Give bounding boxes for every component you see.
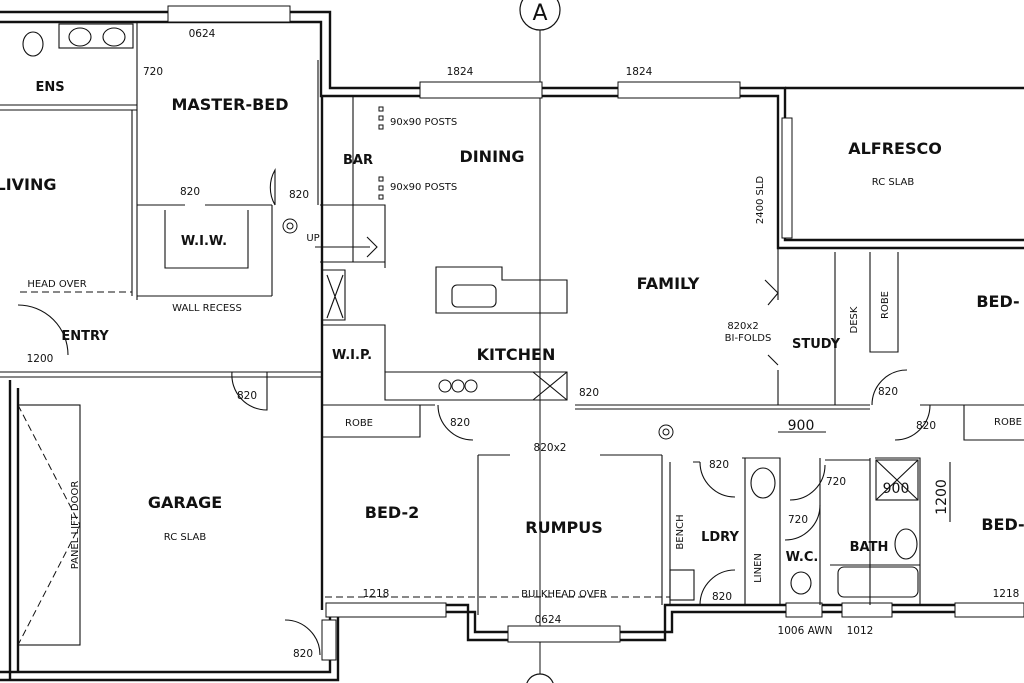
note-posts-2: 90x90 POSTS (390, 182, 457, 193)
note-alfresco-slab: RC SLAB (872, 177, 915, 188)
dim-door-ldry-bottom: 820 (712, 591, 732, 603)
dim-win-wc: 1006 AWN (778, 625, 833, 637)
room-alfresco: ALFRESCO (848, 139, 942, 158)
dimension-labels: 0624 720 1824 1824 820 820 1200 820 820 … (27, 28, 1020, 660)
note-bifolds: BI-FOLDS (725, 333, 772, 344)
room-ens: ENS (35, 80, 64, 95)
room-bed-right-top: BED- (976, 292, 1019, 311)
note-robe-bed2: ROBE (345, 418, 373, 429)
note-bench: BENCH (675, 514, 686, 549)
note-bulkhead-over: BULKHEAD OVER (521, 589, 607, 600)
dim-door-wiw: 820 (180, 186, 200, 198)
grid-marker-label: A (532, 1, 547, 26)
dim-door-master: 820 (289, 189, 309, 201)
room-wip: W.I.P. (332, 348, 372, 363)
room-study: STUDY (792, 337, 841, 352)
room-living: LIVING (0, 175, 57, 194)
dim-door-garage-side: 820 (293, 648, 313, 660)
room-kitchen: KITCHEN (477, 345, 556, 364)
dim-door-bed-right: 820 (916, 420, 936, 432)
room-master-bed: MASTER-BED (171, 95, 288, 114)
windows (167, 5, 1024, 661)
room-dining: DINING (459, 147, 524, 166)
note-posts-1: 90x90 POSTS (390, 117, 457, 128)
note-garage-slab: RC SLAB (164, 532, 207, 543)
dim-entry-width: 1200 (27, 353, 54, 365)
note-head-over: HEAD OVER (27, 279, 86, 290)
room-garage: GARAGE (148, 493, 222, 512)
room-bed-2: BED-2 (365, 503, 419, 522)
internal-walls (0, 22, 1024, 615)
note-robe-right: ROBE (994, 417, 1022, 428)
note-robe-vertical: ROBE (880, 291, 891, 319)
room-bath: BATH (850, 540, 889, 555)
room-wc: W.C. (786, 550, 819, 565)
dim-shower-900: 900 (883, 481, 910, 497)
annotations: 90x90 POSTS 90x90 POSTS RC SLAB RC SLAB … (27, 117, 1022, 600)
room-bed-right-bottom: BED- (981, 515, 1024, 534)
dim-hall-900: 900 (788, 418, 815, 434)
note-wall-recess: WALL RECESS (172, 303, 242, 314)
room-laundry: LDRY (701, 530, 739, 545)
room-labels: ENS MASTER-BED LIVING W.I.W. BAR DINING … (0, 80, 1024, 565)
dim-win-family: 1824 (626, 66, 653, 78)
dim-door-ldry-top: 820 (709, 459, 729, 471)
dim-rumpus-doors: 820x2 (534, 442, 567, 454)
dim-door-wc: 720 (788, 514, 808, 526)
dim-door-kitchen: 820 (579, 387, 599, 399)
dim-door-bed2: 820 (450, 417, 470, 429)
room-bar: BAR (343, 153, 373, 168)
dim-win-dining: 1824 (447, 66, 474, 78)
room-family: FAMILY (637, 274, 700, 293)
dim-win-master: 0624 (189, 28, 216, 40)
note-desk: DESK (849, 306, 860, 333)
dim-win-bed-right: 1218 (993, 588, 1020, 600)
note-panel-lift-door: PANEL LIFT DOOR (70, 481, 81, 570)
note-sliding-door: 2400 SLD (755, 176, 766, 225)
dim-door-study: 820 (878, 386, 898, 398)
dim-win-bath: 1012 (847, 625, 874, 637)
dim-shower-1200: 1200 (934, 479, 950, 515)
dim-win-bed2: 1218 (363, 588, 390, 600)
dim-door-garage-entry: 820 (237, 390, 257, 402)
grid-line-a: A (519, 0, 561, 683)
room-rumpus: RUMPUS (525, 518, 602, 537)
room-entry: ENTRY (61, 329, 109, 344)
note-linen: LINEN (753, 553, 764, 583)
note-stairs-up: UP (306, 233, 319, 244)
dim-door-wc-top: 720 (826, 476, 846, 488)
note-bifold-size: 820x2 (727, 321, 758, 332)
dim-win-rumpus: 0624 (535, 614, 562, 626)
dim-door-ens: 720 (143, 66, 163, 78)
doors-and-fixtures (17, 23, 951, 656)
room-wiw: W.I.W. (181, 234, 227, 249)
